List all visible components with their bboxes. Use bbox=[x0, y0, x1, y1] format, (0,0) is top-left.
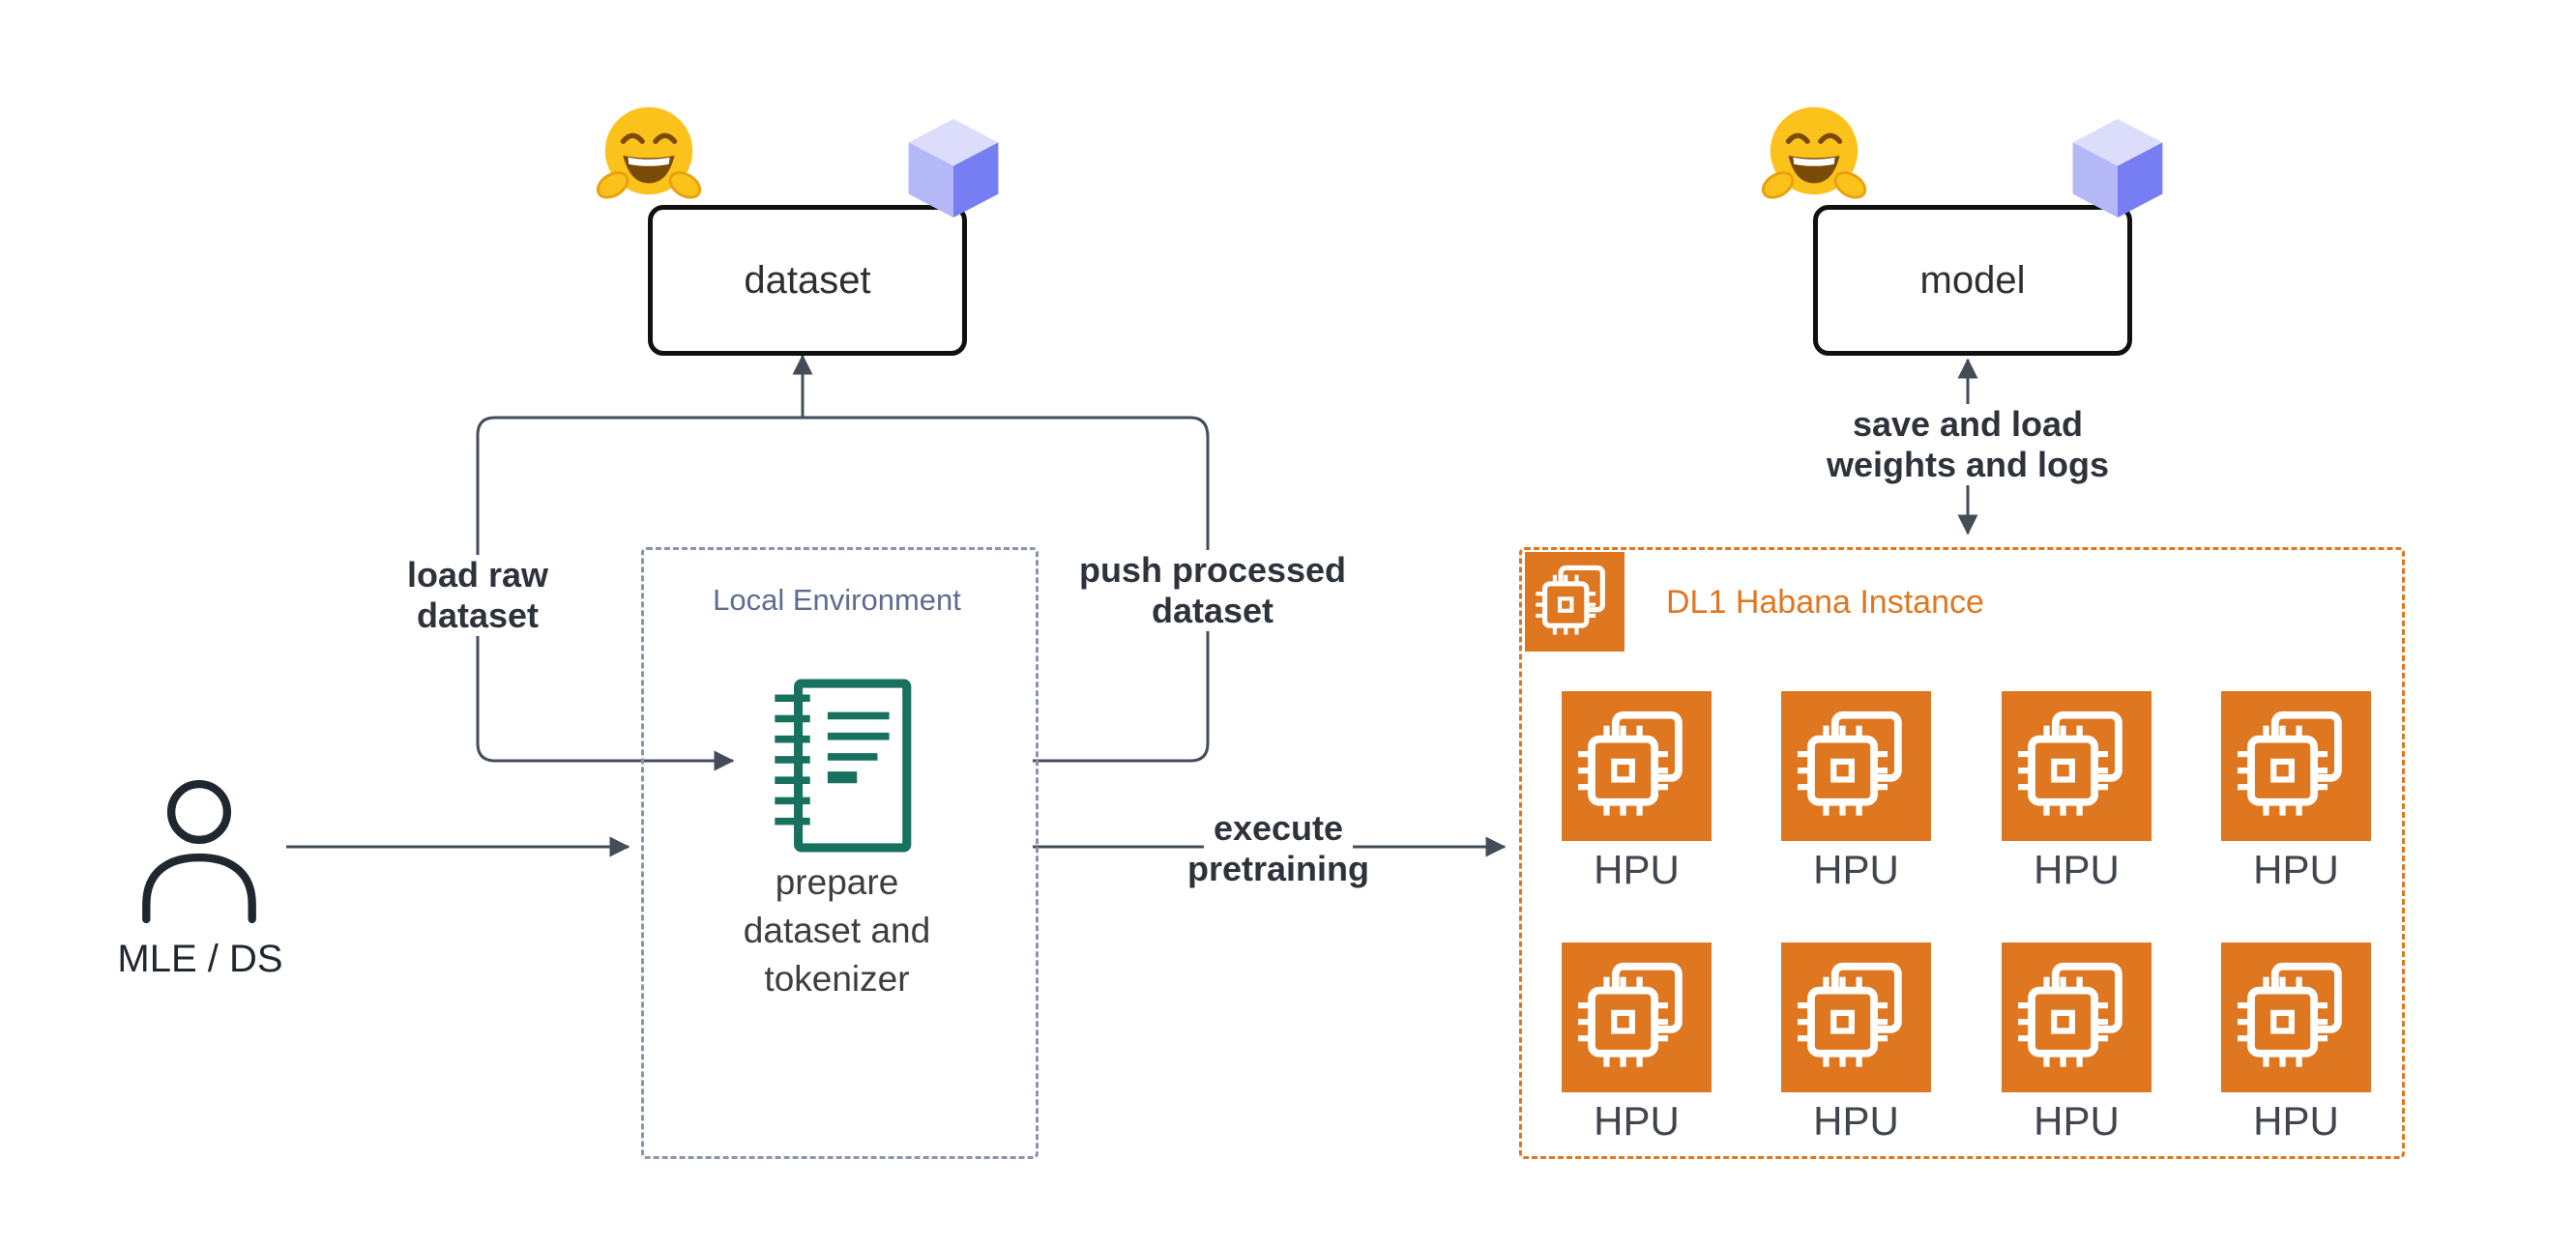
hpu-label: HPU bbox=[2034, 847, 2120, 892]
local-environment-caption: prepare dataset and tokenizer bbox=[743, 862, 931, 999]
model-label: model bbox=[1919, 258, 2026, 302]
hpu-label: HPU bbox=[1594, 1098, 1680, 1144]
hpu-unit: HPU bbox=[2221, 691, 2371, 893]
hpu-chip-icon bbox=[1781, 691, 1931, 841]
model-node: model bbox=[1813, 205, 2132, 356]
hpu-chip-icon bbox=[1562, 691, 1712, 841]
hpu-unit: HPU bbox=[2221, 942, 2371, 1145]
hpu-label: HPU bbox=[1594, 847, 1680, 892]
edge-label-load-raw-dataset: load raw dataset bbox=[333, 555, 623, 636]
edge-label-save-load-weights-logs: save and load weights and logs bbox=[1801, 404, 2134, 485]
hpu-unit: HPU bbox=[2002, 691, 2152, 893]
hpu-label: HPU bbox=[2034, 1098, 2120, 1144]
hpu-label: HPU bbox=[1813, 847, 1899, 892]
dataset-label: dataset bbox=[744, 258, 871, 302]
hpu-label: HPU bbox=[2253, 847, 2339, 892]
cube-icon bbox=[897, 112, 1010, 224]
edge-localenv-dataset-loop bbox=[476, 416, 1210, 771]
hpu-unit: HPU bbox=[2002, 942, 2152, 1145]
hpu-label: HPU bbox=[1813, 1098, 1899, 1144]
person-icon bbox=[126, 775, 273, 928]
dl1-habana-instance-box bbox=[1519, 547, 2405, 1159]
dataset-node: dataset bbox=[648, 205, 967, 356]
hpu-chip-icon bbox=[1562, 942, 1712, 1092]
hpu-unit: HPU bbox=[1781, 691, 1931, 893]
hpu-unit: HPU bbox=[1781, 942, 1931, 1145]
edge-label-execute-pretraining: execute pretraining bbox=[1157, 808, 1399, 889]
hpu-unit: HPU bbox=[1562, 942, 1712, 1145]
hpu-chip-icon bbox=[1781, 942, 1931, 1092]
actor-label: MLE / DS bbox=[117, 938, 283, 980]
cube-icon bbox=[2062, 112, 2174, 224]
dl1-habana-instance-title: DL1 Habana Instance bbox=[1666, 584, 1984, 621]
hpu-unit: HPU bbox=[1562, 691, 1712, 893]
huggingface-icon bbox=[1757, 97, 1871, 211]
habana-chip-icon bbox=[1525, 552, 1625, 652]
edge-label-push-processed-dataset: push processed dataset bbox=[1068, 550, 1358, 631]
local-environment-title: Local Environment bbox=[713, 583, 961, 617]
huggingface-icon bbox=[592, 97, 706, 211]
hpu-chip-icon bbox=[2002, 691, 2152, 841]
hpu-label: HPU bbox=[2253, 1098, 2339, 1144]
hpu-chip-icon bbox=[2221, 942, 2371, 1092]
hpu-chip-icon bbox=[2002, 942, 2152, 1092]
local-environment-box bbox=[641, 547, 1039, 1159]
hpu-chip-icon bbox=[2221, 691, 2371, 841]
notebook-icon bbox=[754, 675, 919, 856]
